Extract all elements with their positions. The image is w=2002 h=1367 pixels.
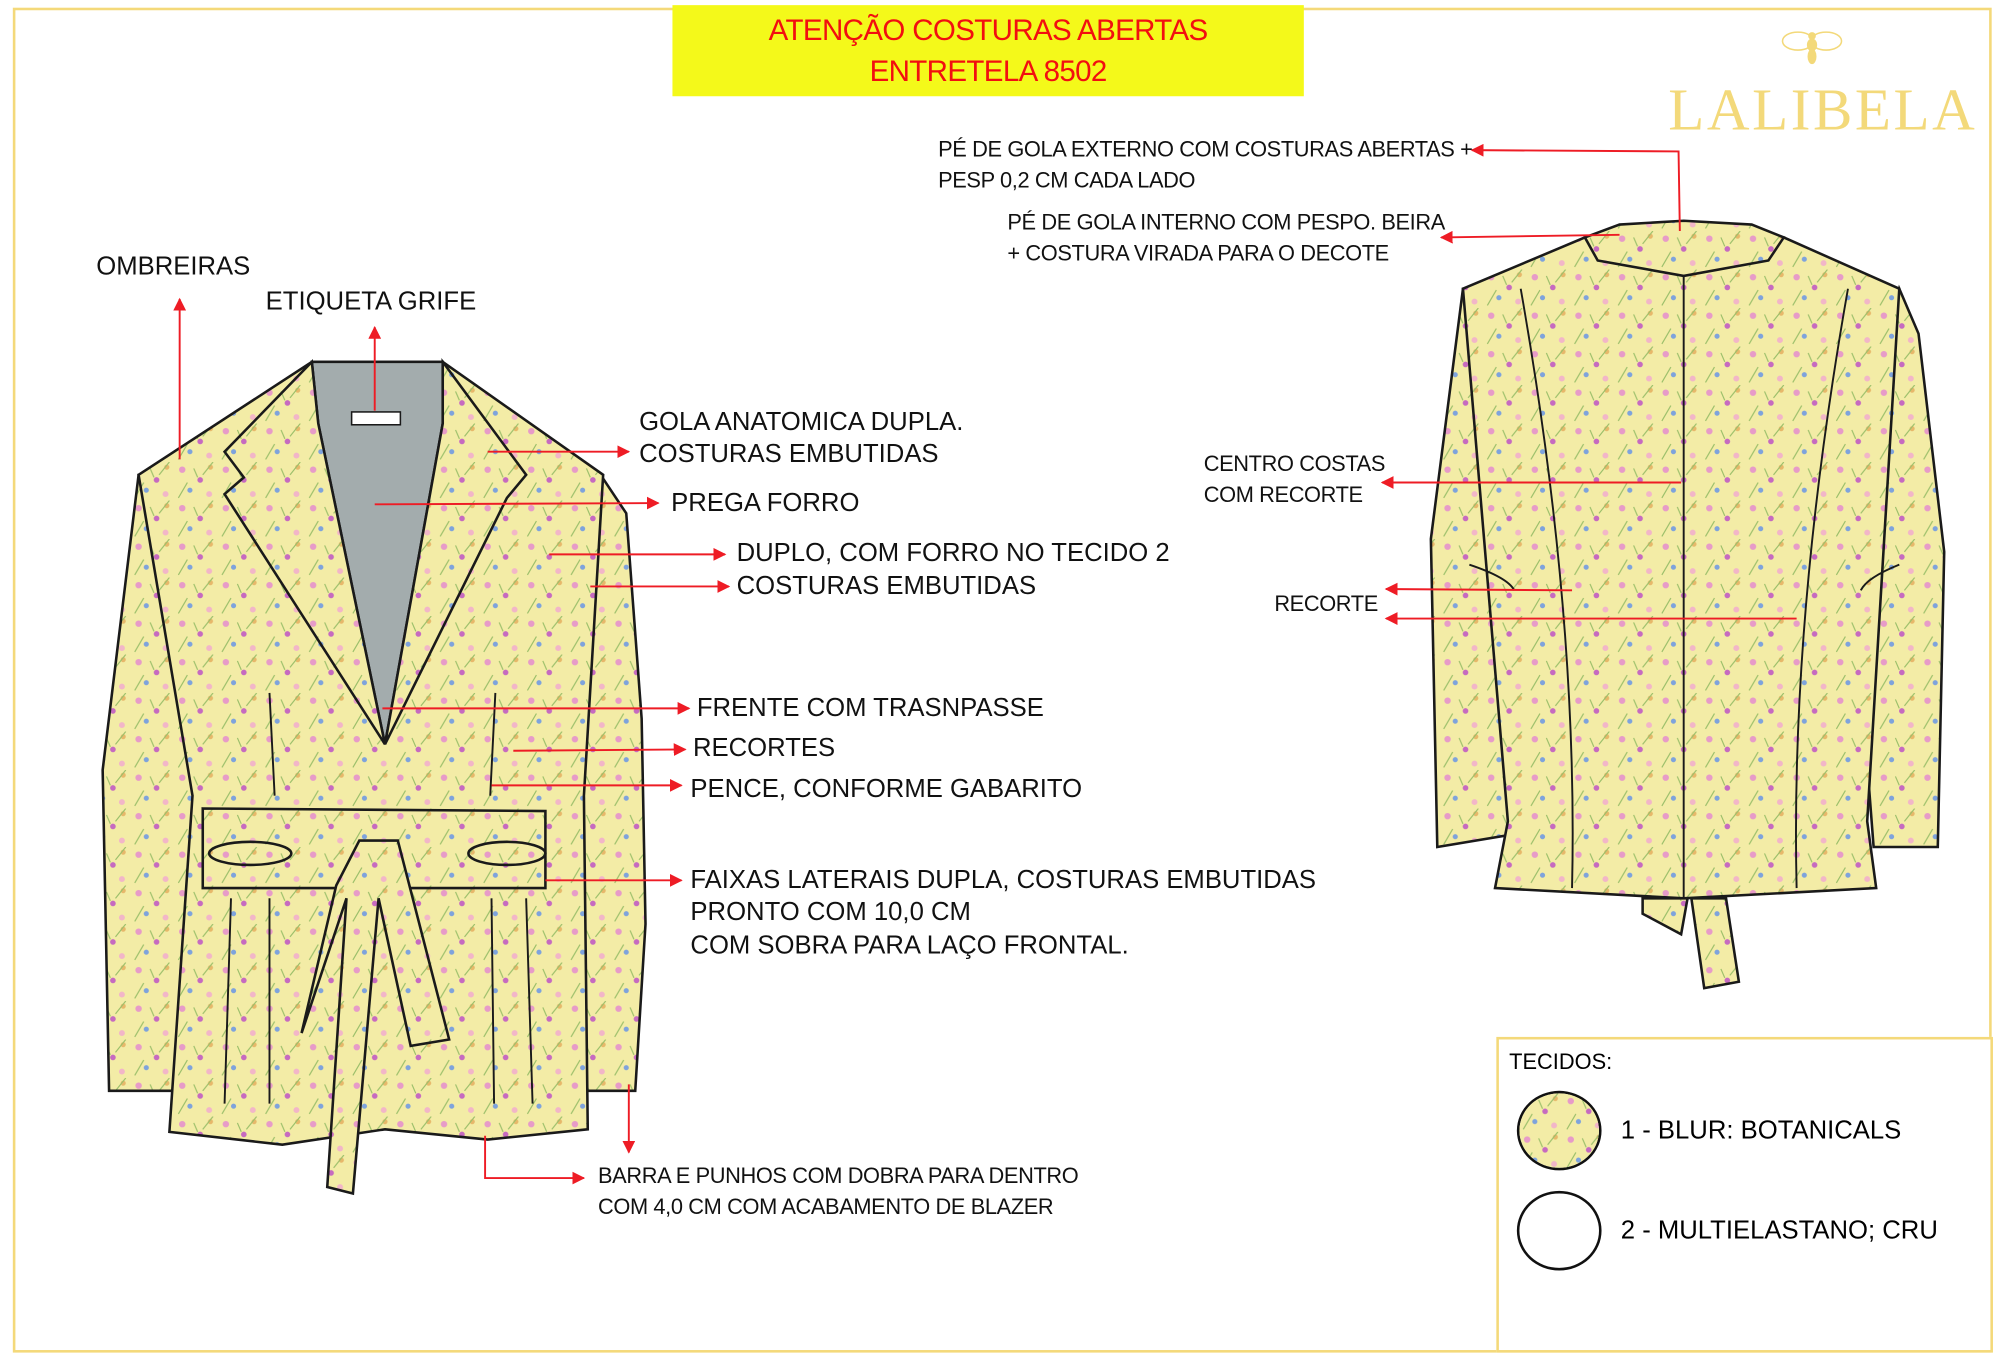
warning-banner: ATENÇÃO COSTURAS ABERTAS ENTRETELA 8502 — [672, 5, 1304, 97]
brand-label-tag — [350, 411, 402, 426]
back-belt-tail — [1641, 897, 1741, 990]
label-gola-2: COSTURAS EMBUTIDAS — [639, 440, 939, 469]
back-collar — [1583, 219, 1786, 278]
label-recortes: RECORTES — [692, 734, 836, 763]
label-centro-costas-2: COM RECORTE — [1203, 482, 1363, 507]
label-pe-gola-interno-2: + COSTURA VIRADA PARA O DECOTE — [1007, 241, 1389, 266]
annotation-arrows — [173, 143, 1797, 1185]
fabric-label-2: 2 - MULTIELASTANO; CRU — [1620, 1216, 1938, 1245]
fabric-swatch-floral — [1516, 1090, 1602, 1171]
banner-line-2: ENTRETELA 8502 — [869, 53, 1108, 88]
label-prega: PREGA FORRO — [671, 488, 860, 518]
label-gola-1: GOLA ANATOMICA DUPLA. — [639, 408, 964, 437]
label-etiqueta: ETIQUETA GRIFE — [265, 287, 477, 316]
label-pe-gola-interno-1: PÉ DE GOLA INTERNO COM PESPO. BEIRA — [1007, 210, 1445, 235]
label-faixas-2: PRONTO COM 10,0 CM — [690, 898, 971, 927]
brand-name: LALIBELA — [1668, 76, 1978, 143]
front-jacket — [101, 357, 647, 1196]
label-pence: PENCE, CONFORME GABARITO — [690, 775, 1083, 804]
label-faixas-1: FAIXAS LATERAIS DUPLA, COSTURAS EMBUTIDA… — [690, 866, 1317, 895]
fabric-label-1: 1 - BLUR: BOTANICALS — [1620, 1116, 1902, 1145]
belt-tie — [300, 839, 451, 1196]
fabrics-title: TECIDOS: — [1509, 1049, 1613, 1075]
left-lapel — [222, 359, 387, 746]
label-centro-costas-1: CENTRO COSTAS — [1203, 451, 1386, 477]
bee-icon — [1781, 31, 1843, 65]
label-barra-2: COM 4,0 CM COM ACABAMENTO DE BLAZER — [598, 1194, 1054, 1220]
label-barra-1: BARRA E PUNHOS COM DOBRA PARA DENTRO — [598, 1163, 1079, 1189]
label-duplo-2: COSTURAS EMBUTIDAS — [736, 572, 1037, 601]
banner-line-1: ATENÇÃO COSTURAS ABERTAS — [768, 12, 1209, 47]
label-recorte: RECORTE — [1274, 591, 1378, 616]
label-ombreiras: OMBREIRAS — [96, 252, 251, 282]
label-faixas-3: COM SOBRA PARA LAÇO FRONTAL. — [690, 931, 1129, 960]
brand-logo: LALIBELA — [1668, 26, 1978, 143]
fabrics-legend: TECIDOS: 1 - BLUR: BOTANICALS 2 - MULTIE… — [1496, 1036, 1993, 1353]
back-jacket — [1429, 219, 1946, 990]
right-lapel — [383, 357, 528, 745]
label-pe-gola-externo-1: PÉ DE GOLA EXTERNO COM COSTURAS ABERTAS … — [938, 137, 1473, 162]
fabric-swatch-plain — [1516, 1190, 1602, 1271]
label-duplo-1: DUPLO, COM FORRO NO TECIDO 2 — [736, 538, 1170, 568]
label-pe-gola-externo-2: PESP 0,2 CM CADA LADO — [938, 168, 1196, 193]
label-frente: FRENTE COM TRASNPASSE — [696, 694, 1044, 723]
